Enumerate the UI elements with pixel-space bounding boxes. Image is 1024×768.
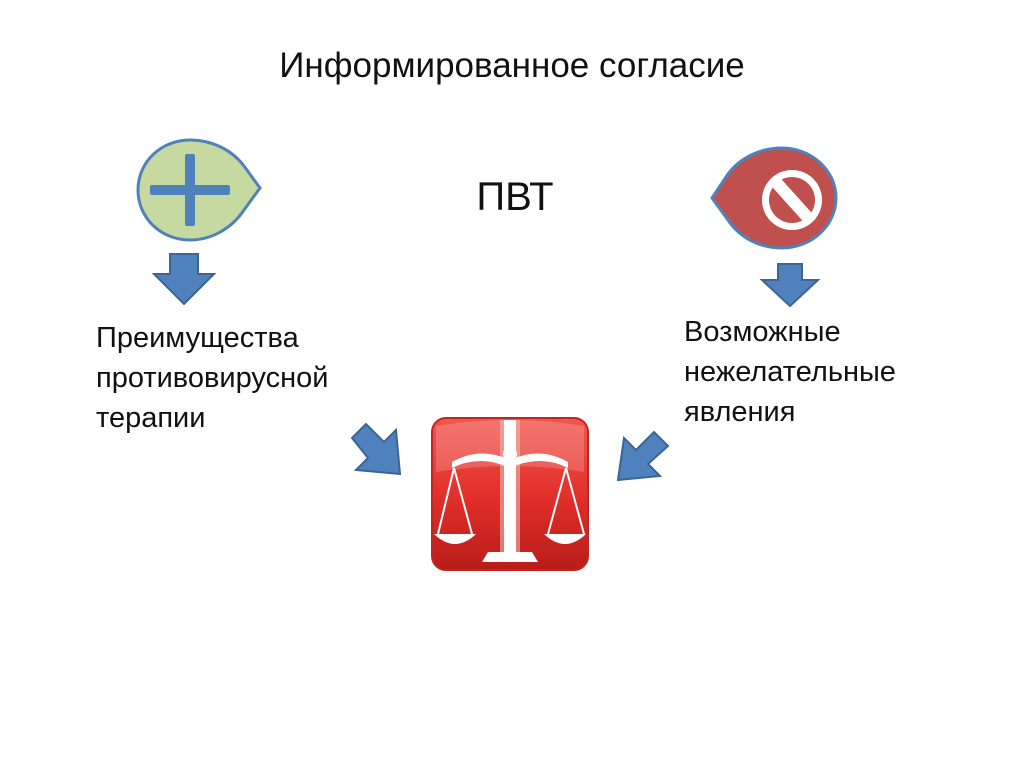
plus-icon	[136, 138, 262, 242]
arrow-down-left	[151, 253, 217, 306]
pros-line: противовирусной	[96, 362, 329, 394]
slide-title: Информированное согласие	[279, 46, 745, 85]
cons-line: Возможные	[684, 316, 841, 348]
arrow-diagonal-left	[350, 422, 402, 476]
pros-line: терапии	[96, 402, 206, 434]
cons-line: явления	[684, 396, 796, 428]
cons-text: Возможные нежелательные явления	[684, 312, 896, 432]
arrow-down-right	[759, 263, 821, 308]
arrow-diagonal-right	[616, 430, 670, 482]
no-entry-icon	[710, 146, 838, 250]
pros-text: Преимущества противовирусной терапии	[96, 318, 328, 438]
center-label: ПВТ	[476, 175, 554, 219]
cons-line: нежелательные	[684, 356, 896, 388]
balance-scale-icon	[431, 417, 589, 571]
pros-line: Преимущества	[96, 322, 299, 354]
